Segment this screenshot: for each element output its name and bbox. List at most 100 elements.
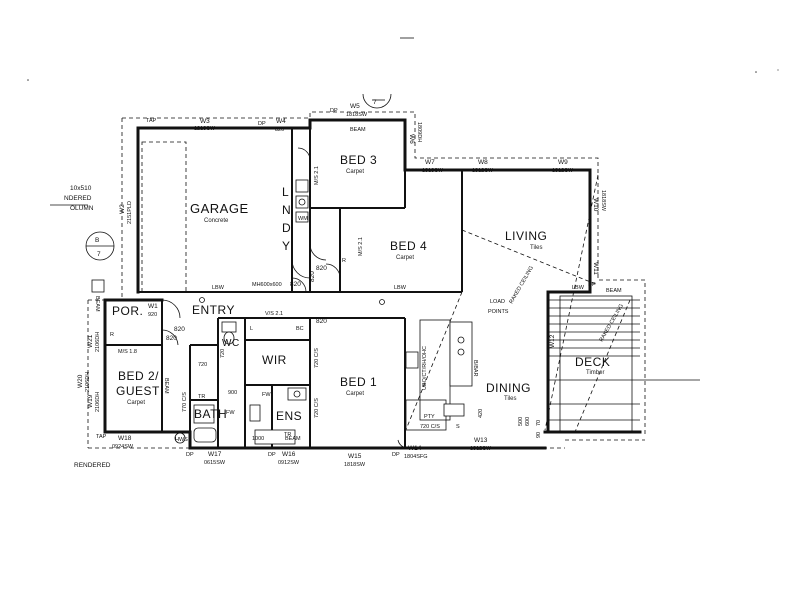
label-lndy-n: N [282, 203, 291, 217]
cs-dining: 720 C/S [420, 424, 440, 430]
label-wir: WIR [262, 353, 287, 367]
label-ens: ENS [276, 409, 302, 423]
d500: 500 [518, 417, 524, 426]
d820-bed2: 820 [166, 335, 177, 342]
section-markers [50, 93, 392, 305]
hws: HWS [175, 437, 188, 443]
label-bed3: BED 3 [340, 153, 377, 167]
w5-label: W5 [350, 103, 360, 110]
r-bed2: R [110, 332, 114, 338]
section-7-top: 7 [373, 99, 377, 106]
label-garage-floor: Concrete [204, 218, 229, 224]
d720-wc: 720 [220, 349, 226, 358]
label-porch: POR. [112, 304, 143, 318]
d420: 420 [478, 409, 484, 418]
w20-label: W20 [77, 374, 84, 388]
tap-top: TAP [146, 118, 157, 124]
label-lndy-y: Y [282, 239, 291, 253]
w2-size: 2151PLD [127, 201, 133, 224]
raked-ceiling-2: RAKED CEILING [599, 303, 625, 343]
w1-size: 920 [148, 312, 157, 318]
room-labels: GARAGE Concrete BED 3 Carpet BED 4 Carpe… [112, 153, 610, 423]
lbw-garage: LBW [212, 285, 225, 291]
label-bath: BATH [194, 407, 227, 421]
w18-label: W18 [118, 435, 132, 442]
w14-label: W14 [408, 445, 422, 452]
w6-size: 1809DH [416, 122, 422, 142]
label-living: LIVING [505, 229, 547, 243]
vs-entry: V/S 2.1 [265, 311, 283, 317]
d820-bed4: 820 [316, 265, 327, 272]
label-bed1: BED 1 [340, 375, 377, 389]
label-entry: ENTRY [192, 303, 235, 317]
fixtures [174, 179, 473, 445]
w11-label: W11 [592, 262, 599, 275]
dp-3: DP [186, 452, 194, 458]
w17-size: 0615SW [204, 460, 226, 466]
w13-size: 1812SW [470, 446, 492, 452]
beam-ens: BEAM [285, 436, 301, 442]
dp-5: DP [392, 452, 400, 458]
w10-label: W10 [592, 198, 599, 212]
doors [161, 147, 409, 449]
dp-2: DP [330, 108, 338, 114]
label-bed1-floor: Carpet [346, 391, 364, 397]
w21-size: 2106DH [95, 332, 101, 352]
d900: 900 [228, 390, 237, 396]
column-1: 10x510 [70, 185, 92, 192]
w5-size: 1818SW [346, 112, 368, 118]
w20-size: 2106DH [85, 372, 91, 392]
section-b: B [95, 237, 99, 244]
w9-size: 1812SW [552, 168, 574, 174]
cs-ens: 720 C/S [314, 398, 320, 418]
w8-size: 1812SW [472, 168, 494, 174]
section-7: 7 [97, 251, 101, 258]
w16-label: W16 [282, 451, 296, 458]
lbw-living: LBW [572, 285, 585, 291]
d90: 90 [536, 432, 542, 438]
label-bed3-floor: Carpet [346, 169, 364, 175]
lbw-bed4: LBW [394, 285, 407, 291]
deck-boards [404, 174, 700, 433]
w9-label: W9 [558, 159, 568, 166]
w21-label: W21 [87, 334, 94, 348]
window-labels: W3 1218SW W4 820 W5 1818SW W6 1809DH W7 … [77, 103, 606, 468]
fw-bath: FW [226, 410, 235, 416]
d820-bed1: 820 [316, 318, 327, 325]
label-bed2: BED 2/ [118, 369, 159, 383]
label-bed2-floor: Carpet [127, 400, 145, 406]
cs-bed2: 770 C/S [182, 392, 188, 412]
l: L [250, 326, 253, 332]
dp-1: DP [258, 121, 266, 127]
dp-4: DP [268, 452, 276, 458]
cs-wir: 720 C/S [314, 348, 320, 368]
r-bed4: R [342, 258, 346, 264]
w12-label: W12 [549, 334, 556, 348]
column-3: OLUMN [70, 205, 94, 212]
label-lndy-l: L [282, 185, 289, 199]
w15-label: W15 [348, 453, 362, 460]
w7-size: 1818SW [422, 168, 444, 174]
w19-size: 2106DH [95, 392, 101, 412]
label-dining: DINING [486, 381, 531, 395]
w13-label: W13 [474, 437, 488, 444]
label-living-floor: Tiles [530, 245, 542, 251]
w6-label: W6 [408, 134, 415, 144]
d1000: 1000 [252, 436, 264, 442]
column-2: NDERED [64, 195, 92, 202]
d820-entry: 820 [174, 326, 185, 333]
load-1: LOAD [490, 299, 505, 305]
label-garage: GARAGE [190, 201, 249, 216]
tap-bottom: TAP [96, 434, 107, 440]
d70: 70 [536, 420, 542, 426]
dp-6: DP [588, 282, 596, 288]
w16-size: 0912SW [278, 460, 300, 466]
manhole: MH600x600 [252, 282, 282, 288]
label-wc: WC [222, 338, 240, 349]
scan-marks [27, 37, 779, 81]
d720-bath: 720 [198, 362, 207, 368]
w14-size: 1804SFG [404, 454, 428, 460]
sink: S [456, 424, 460, 430]
w15-size: 1818SW [344, 462, 366, 468]
